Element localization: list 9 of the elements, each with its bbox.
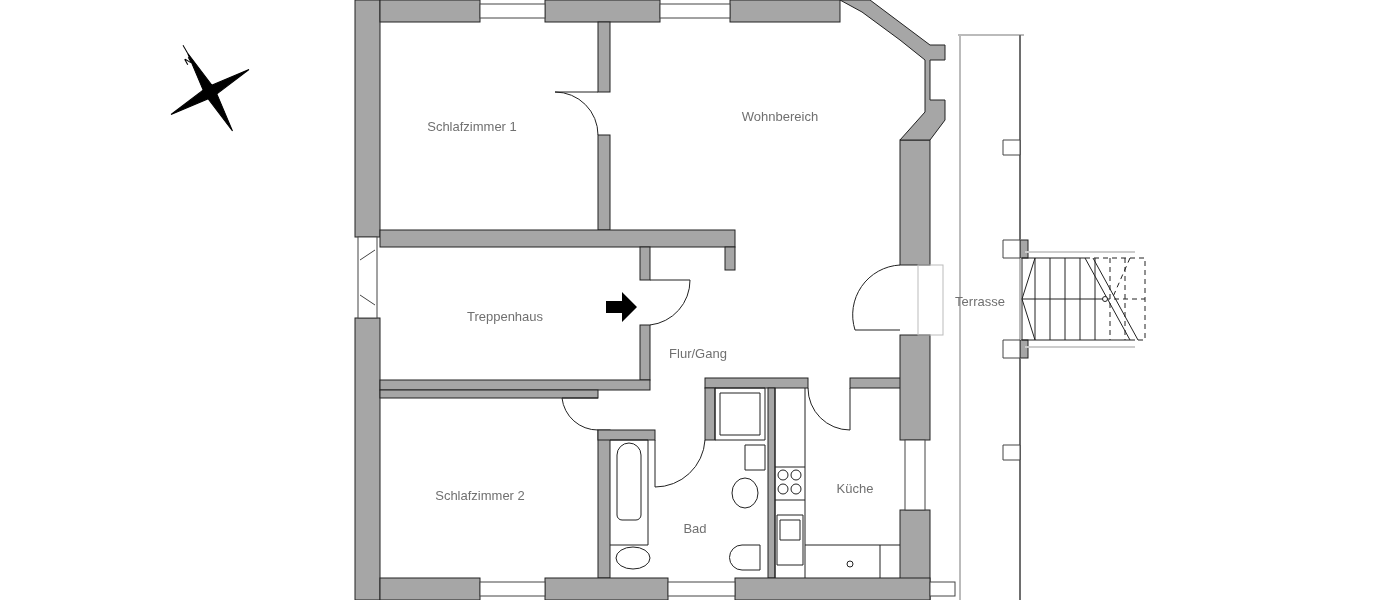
room-label: Terrasse bbox=[955, 293, 1005, 309]
room-label: Küche bbox=[836, 480, 874, 496]
room-label: Schlafzimmer 1 bbox=[427, 118, 517, 134]
room-label: Flur/Gang bbox=[669, 345, 727, 361]
compass-letter: N bbox=[182, 55, 194, 67]
room-label: Treppenhaus bbox=[466, 308, 544, 324]
room-label: Bad bbox=[683, 520, 707, 536]
room-label: Wohnbereich bbox=[741, 108, 819, 124]
room-label: Schlafzimmer 2 bbox=[435, 487, 525, 503]
